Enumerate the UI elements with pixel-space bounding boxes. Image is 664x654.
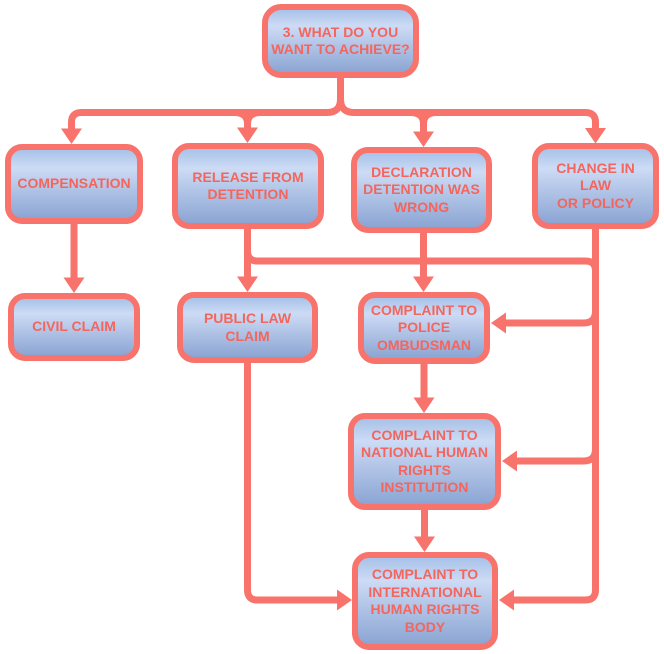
arrowhead-to-declaration bbox=[413, 131, 434, 147]
arrowhead-to-publiclaw bbox=[237, 276, 258, 292]
node-release-from-detention: RELEASE FROM DETENTION bbox=[172, 143, 324, 229]
edge-change-nhri bbox=[517, 448, 599, 465]
node-compensation: COMPENSATION bbox=[5, 144, 143, 224]
arrowhead-to-ombudsman-right bbox=[491, 312, 506, 334]
arrowhead-to-international-right bbox=[499, 589, 514, 611]
edge-publiclaw-international bbox=[244, 363, 337, 604]
node-complaint-nhri: COMPLAINT TO NATIONAL HUMAN RIGHTS INSTI… bbox=[348, 413, 501, 510]
arrowhead-to-international-top bbox=[414, 536, 435, 552]
arrowhead-to-change bbox=[585, 128, 606, 144]
arrowhead-to-civil bbox=[63, 277, 85, 293]
edge-drop-declaration bbox=[409, 109, 438, 132]
node-civil-claim: CIVIL CLAIM bbox=[8, 293, 140, 361]
arrowhead-to-compensation bbox=[61, 128, 82, 144]
node-public-law-claim: PUBLIC LAW CLAIM bbox=[177, 292, 318, 363]
arrowhead-to-release bbox=[237, 127, 258, 143]
arrowhead-to-ombudsman-top bbox=[413, 276, 434, 292]
arrowhead-to-international-left bbox=[337, 589, 352, 611]
edge-question-split-right bbox=[337, 76, 599, 128]
node-change-in-law-or-policy: CHANGE IN LAW OR POLICY bbox=[532, 143, 659, 229]
edge-change-ombudsman bbox=[506, 310, 599, 327]
edge-question-split-left bbox=[68, 76, 344, 129]
node-complaint-police-ombudsman: COMPLAINT TO POLICE OMBUDSMAN bbox=[358, 292, 490, 364]
arrowhead-to-nhri-top bbox=[413, 397, 435, 413]
node-declaration-detention-was-wrong: DECLARATION DETENTION WAS WRONG bbox=[351, 147, 492, 233]
arrowhead-to-nhri-right bbox=[502, 450, 517, 472]
edge-drop-release bbox=[233, 109, 262, 128]
node-question: 3. WHAT DO YOU WANT TO ACHIEVE? bbox=[262, 4, 419, 78]
edge-change-vertical bbox=[514, 229, 599, 604]
node-complaint-international: COMPLAINT TO INTERNATIONAL HUMAN RIGHTS … bbox=[352, 552, 498, 650]
